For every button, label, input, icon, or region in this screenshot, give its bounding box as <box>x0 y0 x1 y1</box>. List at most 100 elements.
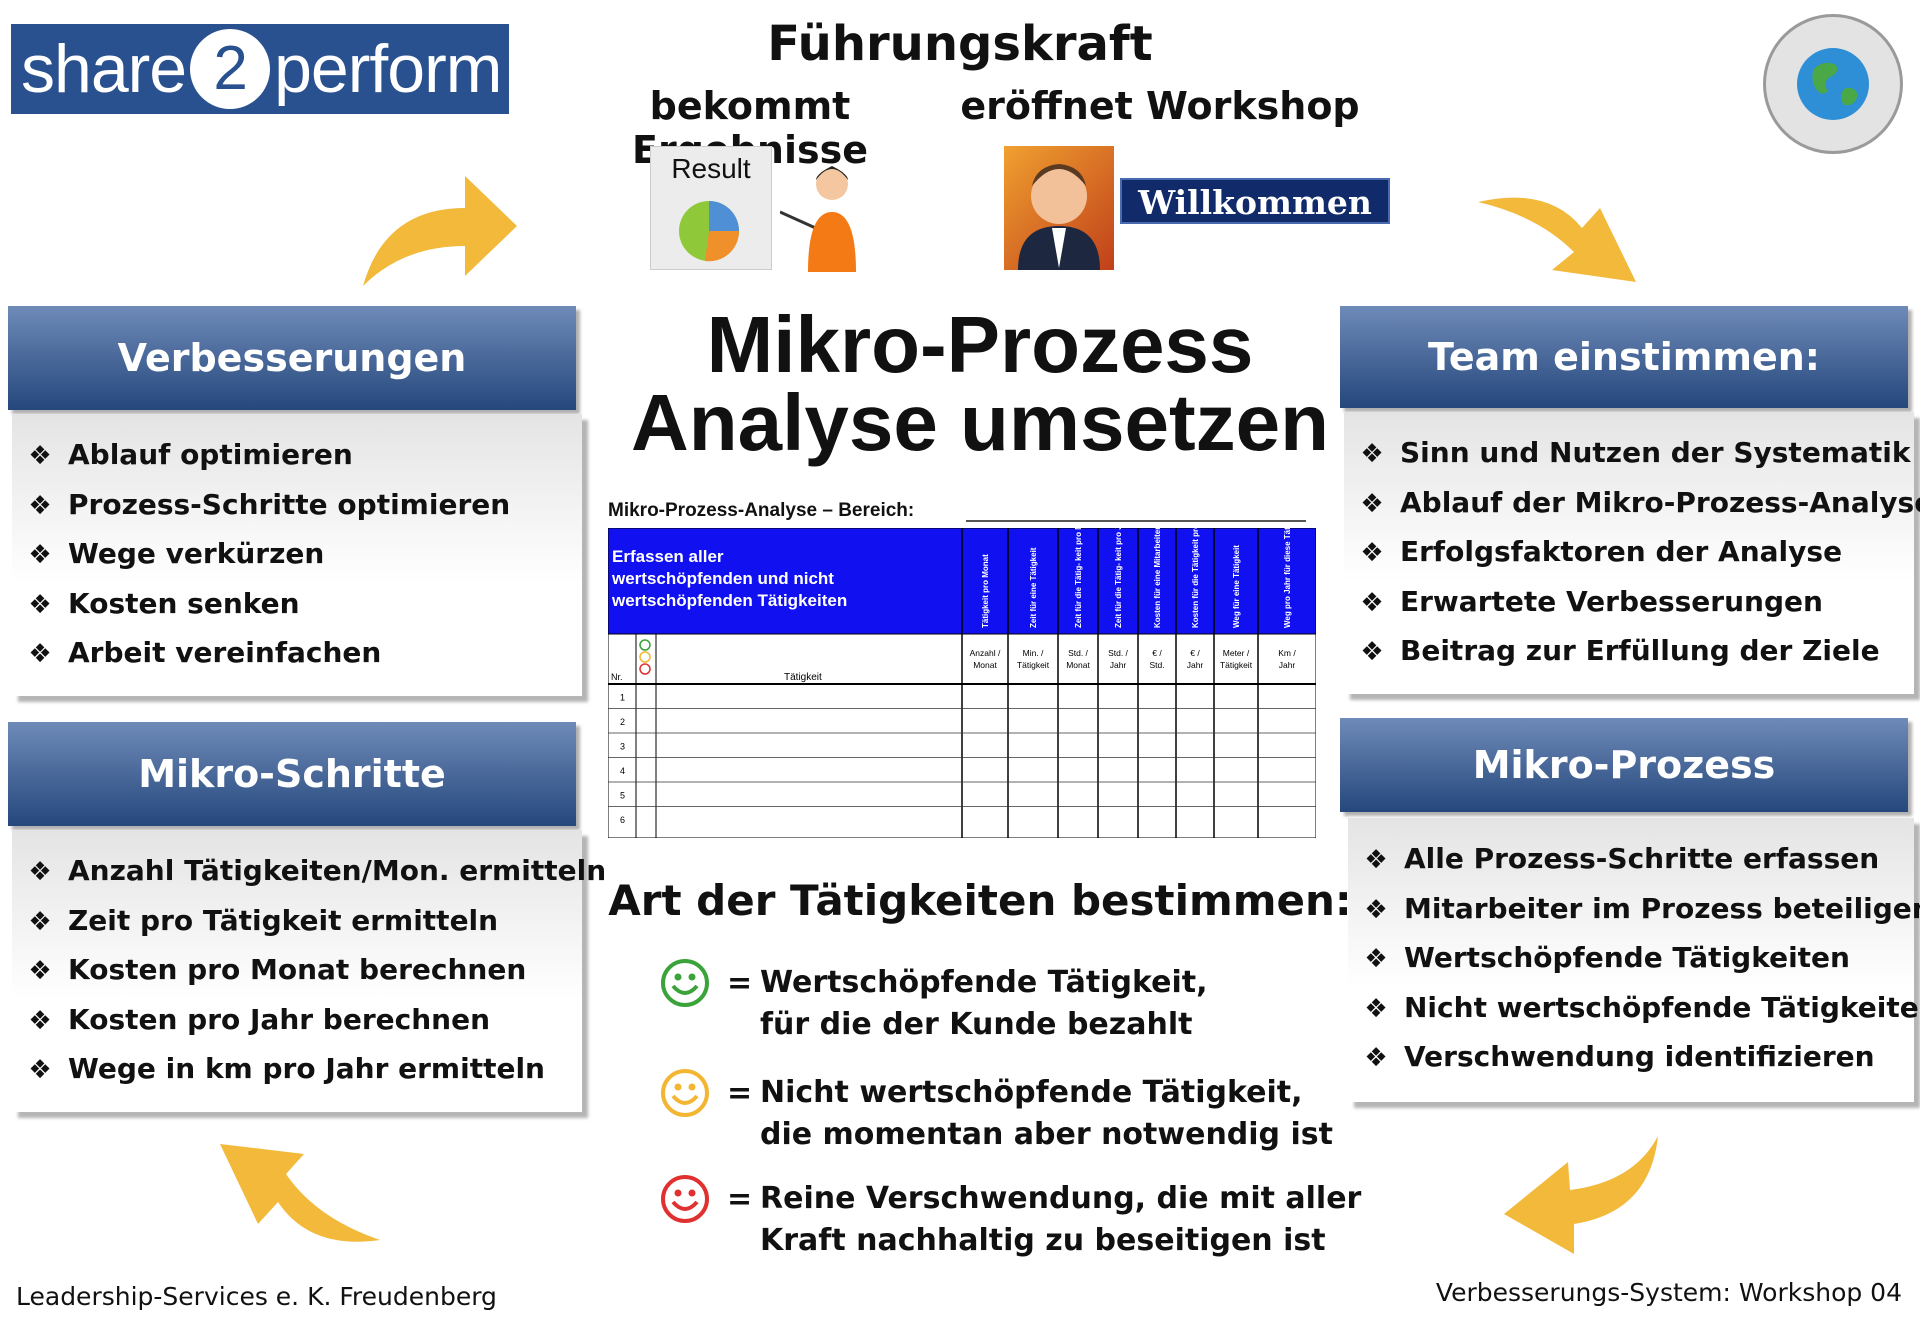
header-title: Führungskraft <box>767 16 1153 72</box>
form-smiley-green-icon <box>639 639 651 651</box>
arrow-bottom-right-icon <box>1504 1136 1658 1254</box>
form-row-number: 1 <box>620 693 625 703</box>
list-item: ❖ Verschwendung identifizieren <box>1348 1032 1914 1082</box>
form-header-line3: wertschöpfenden Tätigkeiten <box>611 591 847 610</box>
form-smiley-yellow-icon <box>639 651 651 663</box>
form-col-unit: Monat <box>973 660 997 670</box>
list-item-label: Prozess-Schritte optimieren <box>68 487 511 521</box>
panel-team-body: ❖Sinn und Nutzen der Systematik ❖Ablauf … <box>1344 412 1920 694</box>
bullet-icon: ❖ <box>1360 488 1384 519</box>
form-caption: Mikro-Prozess-Analyse – Bereich: <box>608 500 915 521</box>
list-item: ❖Zeit pro Tätigkeit ermitteln <box>12 896 582 946</box>
footer-right: Verbesserungs-System: Workshop 04 <box>1435 1278 1902 1307</box>
form-col-unit: Std. / <box>1108 648 1128 658</box>
list-item-label: Sinn und Nutzen der Systematik <box>1400 436 1911 469</box>
form-col-header: Kosten für eine Mitarbeiter-Stunde <box>1153 528 1162 628</box>
list-item: ❖ Wege in km pro Jahr ermitteln <box>12 1044 582 1094</box>
form-header-line1: Erfassen aller <box>612 547 724 566</box>
logo-text-perform: perform <box>274 31 502 107</box>
form-col-header: Zeit für die Tätig- keit pro Jahr <box>1114 528 1123 628</box>
smiley-red-icon <box>661 1175 709 1223</box>
arrow-top-right-icon <box>1478 197 1636 282</box>
leadership-services-seal <box>1763 14 1903 154</box>
main-title-line2: Analyse umsetzen <box>630 378 1330 467</box>
bullet-icon: ❖ <box>28 1055 52 1085</box>
form-col-unit: Tätigkeit <box>1220 660 1253 670</box>
logo-text-2: 2 <box>190 29 271 109</box>
form-header-line2: wertschöpfenden und nicht <box>611 569 834 588</box>
bullet-icon: ❖ <box>1364 944 1388 974</box>
panel-record-body: ❖Alle Prozess-Schritte erfassen ❖Mitarbe… <box>1348 818 1920 1102</box>
form-col-unit: Monat <box>1066 660 1090 670</box>
form-col-unit: Km / <box>1278 648 1296 658</box>
header-right-subtitle: eröffnet Workshop <box>960 84 1360 128</box>
list-item: ❖Anzahl Tätigkeiten/Mon. ermitteln <box>12 846 606 896</box>
smiley-yellow-icon <box>661 1069 709 1117</box>
globe-icon <box>1797 48 1869 120</box>
list-item-label: Anzahl Tätigkeiten/Mon. ermitteln <box>68 854 607 887</box>
bullet-icon: ❖ <box>1364 894 1388 925</box>
smiley-green-icon <box>661 959 709 1007</box>
panel-decide-body: ❖Ablauf optimieren ❖Prozess-Schritte opt… <box>12 414 582 696</box>
list-item-label: Mitarbeiter im Prozess beteiligen <box>1404 891 1920 925</box>
form-col-unit: Jahr <box>1279 660 1296 670</box>
list-item-label: Wege in km pro Jahr ermitteln <box>68 1052 545 1085</box>
list-item: ❖Ablauf optimieren <box>12 430 582 480</box>
form-col-unit: Meter / <box>1223 648 1250 658</box>
form-col-unit: € / <box>1152 648 1162 658</box>
list-item-label: Wege verkürzen <box>68 537 325 570</box>
form-col-unit: Anzahl / <box>970 648 1001 658</box>
arrow-bottom-left-icon <box>220 1144 380 1242</box>
form-row-number: 4 <box>620 766 625 776</box>
bullet-icon: ❖ <box>28 1005 52 1036</box>
result-label: Result <box>671 153 751 184</box>
legend-yellow-line2: die momentan aber notwendig ist <box>760 1117 1333 1152</box>
panel-record-header: Mikro-Prozess aufnehmen: <box>1340 718 1908 881</box>
bullet-icon: ❖ <box>28 441 52 471</box>
panel-analyse-body: ❖Anzahl Tätigkeiten/Mon. ermitteln ❖Zeit… <box>12 830 606 1112</box>
bullet-icon: ❖ <box>1364 1043 1388 1073</box>
bullet-icon: ❖ <box>28 906 52 937</box>
list-item: ❖Prozess-Schritte optimieren <box>12 480 582 530</box>
form-nr-label: Nr. <box>611 672 623 682</box>
list-item-label: Wertschöpfende Tätigkeiten <box>1404 941 1850 974</box>
legend-green-line1: Wertschöpfende Tätigkeit, <box>760 965 1208 1000</box>
form-col-unit: Std. <box>1149 660 1164 670</box>
bullet-icon: ❖ <box>28 639 52 669</box>
form-col-unit: Jahr <box>1187 660 1204 670</box>
form-row-number: 3 <box>620 742 625 752</box>
equals-sign: = <box>727 1182 753 1217</box>
result-illustration: Result <box>650 146 772 270</box>
legend-yellow-line1: Nicht wertschöpfende Tätigkeit, <box>760 1075 1303 1110</box>
list-item-label: Ablauf der Mikro-Prozess-Analyse <box>1400 485 1920 519</box>
bullet-icon: ❖ <box>1360 637 1384 667</box>
bullet-icon: ❖ <box>1360 587 1384 618</box>
bullet-icon: ❖ <box>28 540 52 570</box>
bullet-icon: ❖ <box>1364 993 1388 1024</box>
list-item-label: Verschwendung identifizieren <box>1404 1040 1875 1073</box>
panel-analyse-header: Mikro-Schritte analysieren: <box>8 722 576 900</box>
list-item: ❖ Wertschöpfende Tätigkeiten <box>1348 933 1914 983</box>
bullet-icon: ❖ <box>28 956 52 986</box>
man-icon <box>1018 164 1100 270</box>
equals-sign: = <box>727 1076 753 1111</box>
arrow-top-left-icon <box>363 176 517 286</box>
legend-yellow-text: Nicht wertschöpfende Tätigkeit, die mome… <box>760 1072 1333 1156</box>
form-activity-label: Tätigkeit <box>784 672 822 683</box>
list-item-label: Nicht wertschöpfende Tätigkeiten <box>1404 990 1920 1024</box>
list-item: ❖ Mitarbeiter im Prozess beteiligen <box>1348 884 1920 934</box>
form-caption-line <box>966 520 1306 522</box>
form-col-unit: Min. / <box>1023 648 1044 658</box>
form-col-unit: Jahr <box>1110 660 1127 670</box>
form-row-number: 2 <box>620 717 625 727</box>
list-item: ❖Sinn und Nutzen der Systematik <box>1344 428 1914 478</box>
form-smiley-red-icon <box>639 663 651 675</box>
bullet-icon: ❖ <box>28 589 52 620</box>
presenter-icon <box>780 166 856 272</box>
form-col-header: Weg pro Jahr für diese Tätigkeit <box>1283 528 1292 628</box>
list-item: ❖Beitrag zur Erfüllung der Ziele <box>1344 626 1914 676</box>
presenter-portrait <box>1004 146 1114 270</box>
list-item: ❖Erwartete Verbesserungen <box>1344 577 1914 627</box>
form-col-header: Weg für eine Tätigkeit <box>1232 545 1241 628</box>
